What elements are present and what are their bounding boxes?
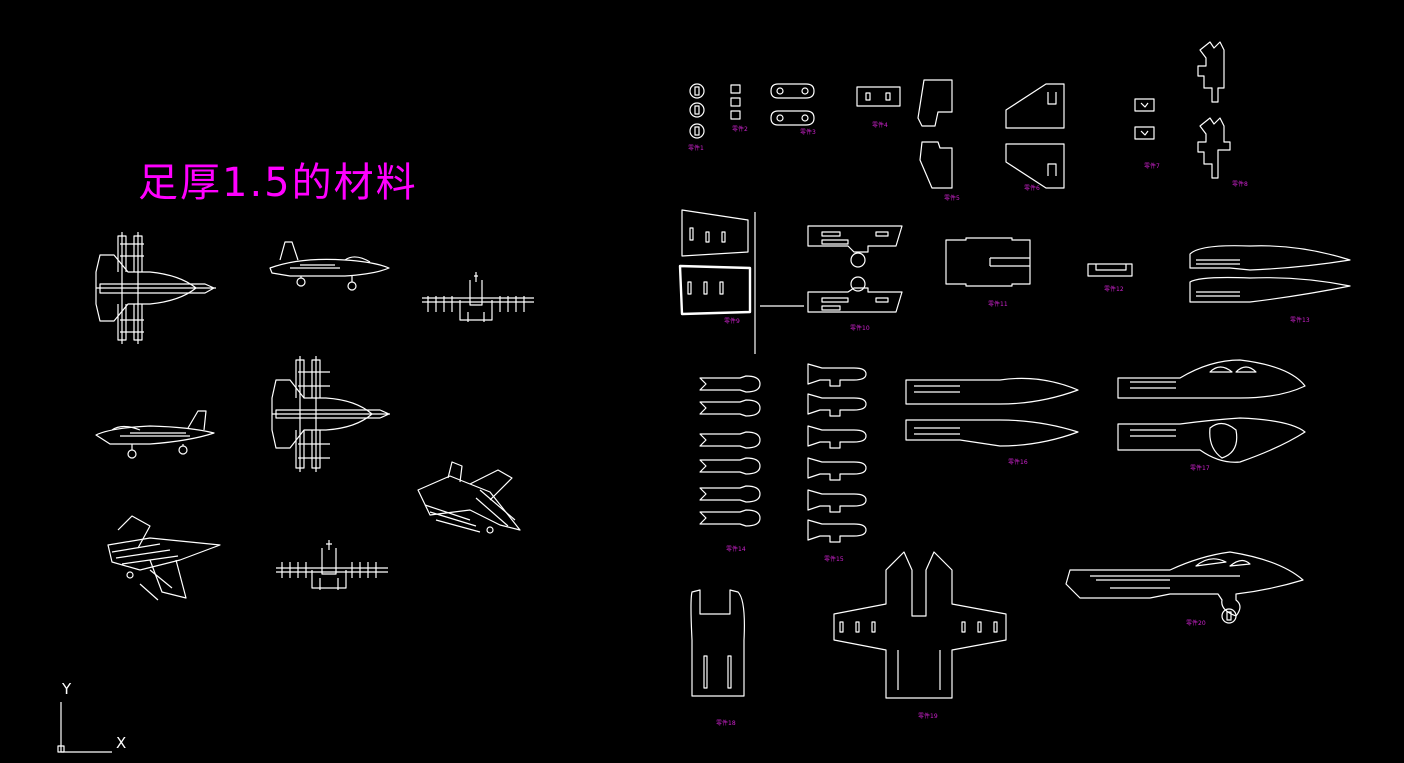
- part-7: [1134, 98, 1155, 140]
- material-note: 足厚1.5的材料: [138, 160, 418, 206]
- part-label-11: 零件11: [988, 301, 1008, 308]
- part-label-5: 零件5: [944, 195, 960, 202]
- part-label-7: 零件7: [1144, 163, 1160, 170]
- part-18: [690, 589, 745, 697]
- part-1: [689, 83, 705, 139]
- ucs-y-label: Y: [62, 680, 72, 698]
- part-19: [833, 551, 1007, 699]
- part-13: [1189, 245, 1351, 303]
- part-16: [905, 377, 1079, 447]
- part-label-13: 零件13: [1290, 317, 1310, 324]
- part-10: [807, 225, 903, 313]
- ucs-icon: [57, 702, 112, 753]
- plane-iso-view-1: [417, 461, 521, 534]
- plane-front-view-2: [276, 540, 388, 590]
- part-label-16: 零件16: [1008, 459, 1028, 466]
- part-5: [917, 79, 953, 189]
- plane-front-view-1: [422, 272, 534, 322]
- part-20: [1065, 551, 1304, 624]
- part-label-8: 零件8: [1232, 181, 1248, 188]
- part-label-3: 零件3: [800, 129, 816, 136]
- part-label-6: 零件6: [1024, 185, 1040, 192]
- plane-top-view-2: [271, 356, 390, 472]
- part-15: [807, 363, 867, 543]
- part-label-17: 零件17: [1190, 465, 1210, 472]
- part-label-14: 零件14: [726, 546, 746, 553]
- part-label-20: 零件20: [1186, 620, 1206, 627]
- part-3: [770, 83, 815, 126]
- part-label-18: 零件18: [716, 720, 736, 727]
- part-label-2: 零件2: [732, 126, 748, 133]
- part-12: [1087, 263, 1133, 277]
- part-label-9: 零件9: [724, 318, 740, 325]
- part-label-12: 零件12: [1104, 286, 1124, 293]
- plane-side-view-2: [95, 410, 215, 459]
- part-label-1: 零件1: [688, 145, 704, 152]
- ucs-x-label: X: [116, 734, 127, 752]
- part-6: [1005, 83, 1065, 189]
- plane-iso-view-2: [107, 515, 221, 601]
- part-9: [678, 209, 804, 354]
- part-11: [945, 237, 1031, 287]
- part-label-4: 零件4: [872, 122, 888, 129]
- part-label-15: 零件15: [824, 556, 844, 563]
- part-14: [699, 375, 761, 527]
- plane-side-view-1: [269, 241, 390, 291]
- part-17: [1117, 359, 1306, 463]
- part-8: [1197, 41, 1231, 179]
- plane-top-view-1: [95, 232, 216, 344]
- part-label-19: 零件19: [918, 713, 938, 720]
- part-4: [856, 86, 901, 107]
- part-label-10: 零件10: [850, 325, 870, 332]
- part-2: [730, 84, 741, 120]
